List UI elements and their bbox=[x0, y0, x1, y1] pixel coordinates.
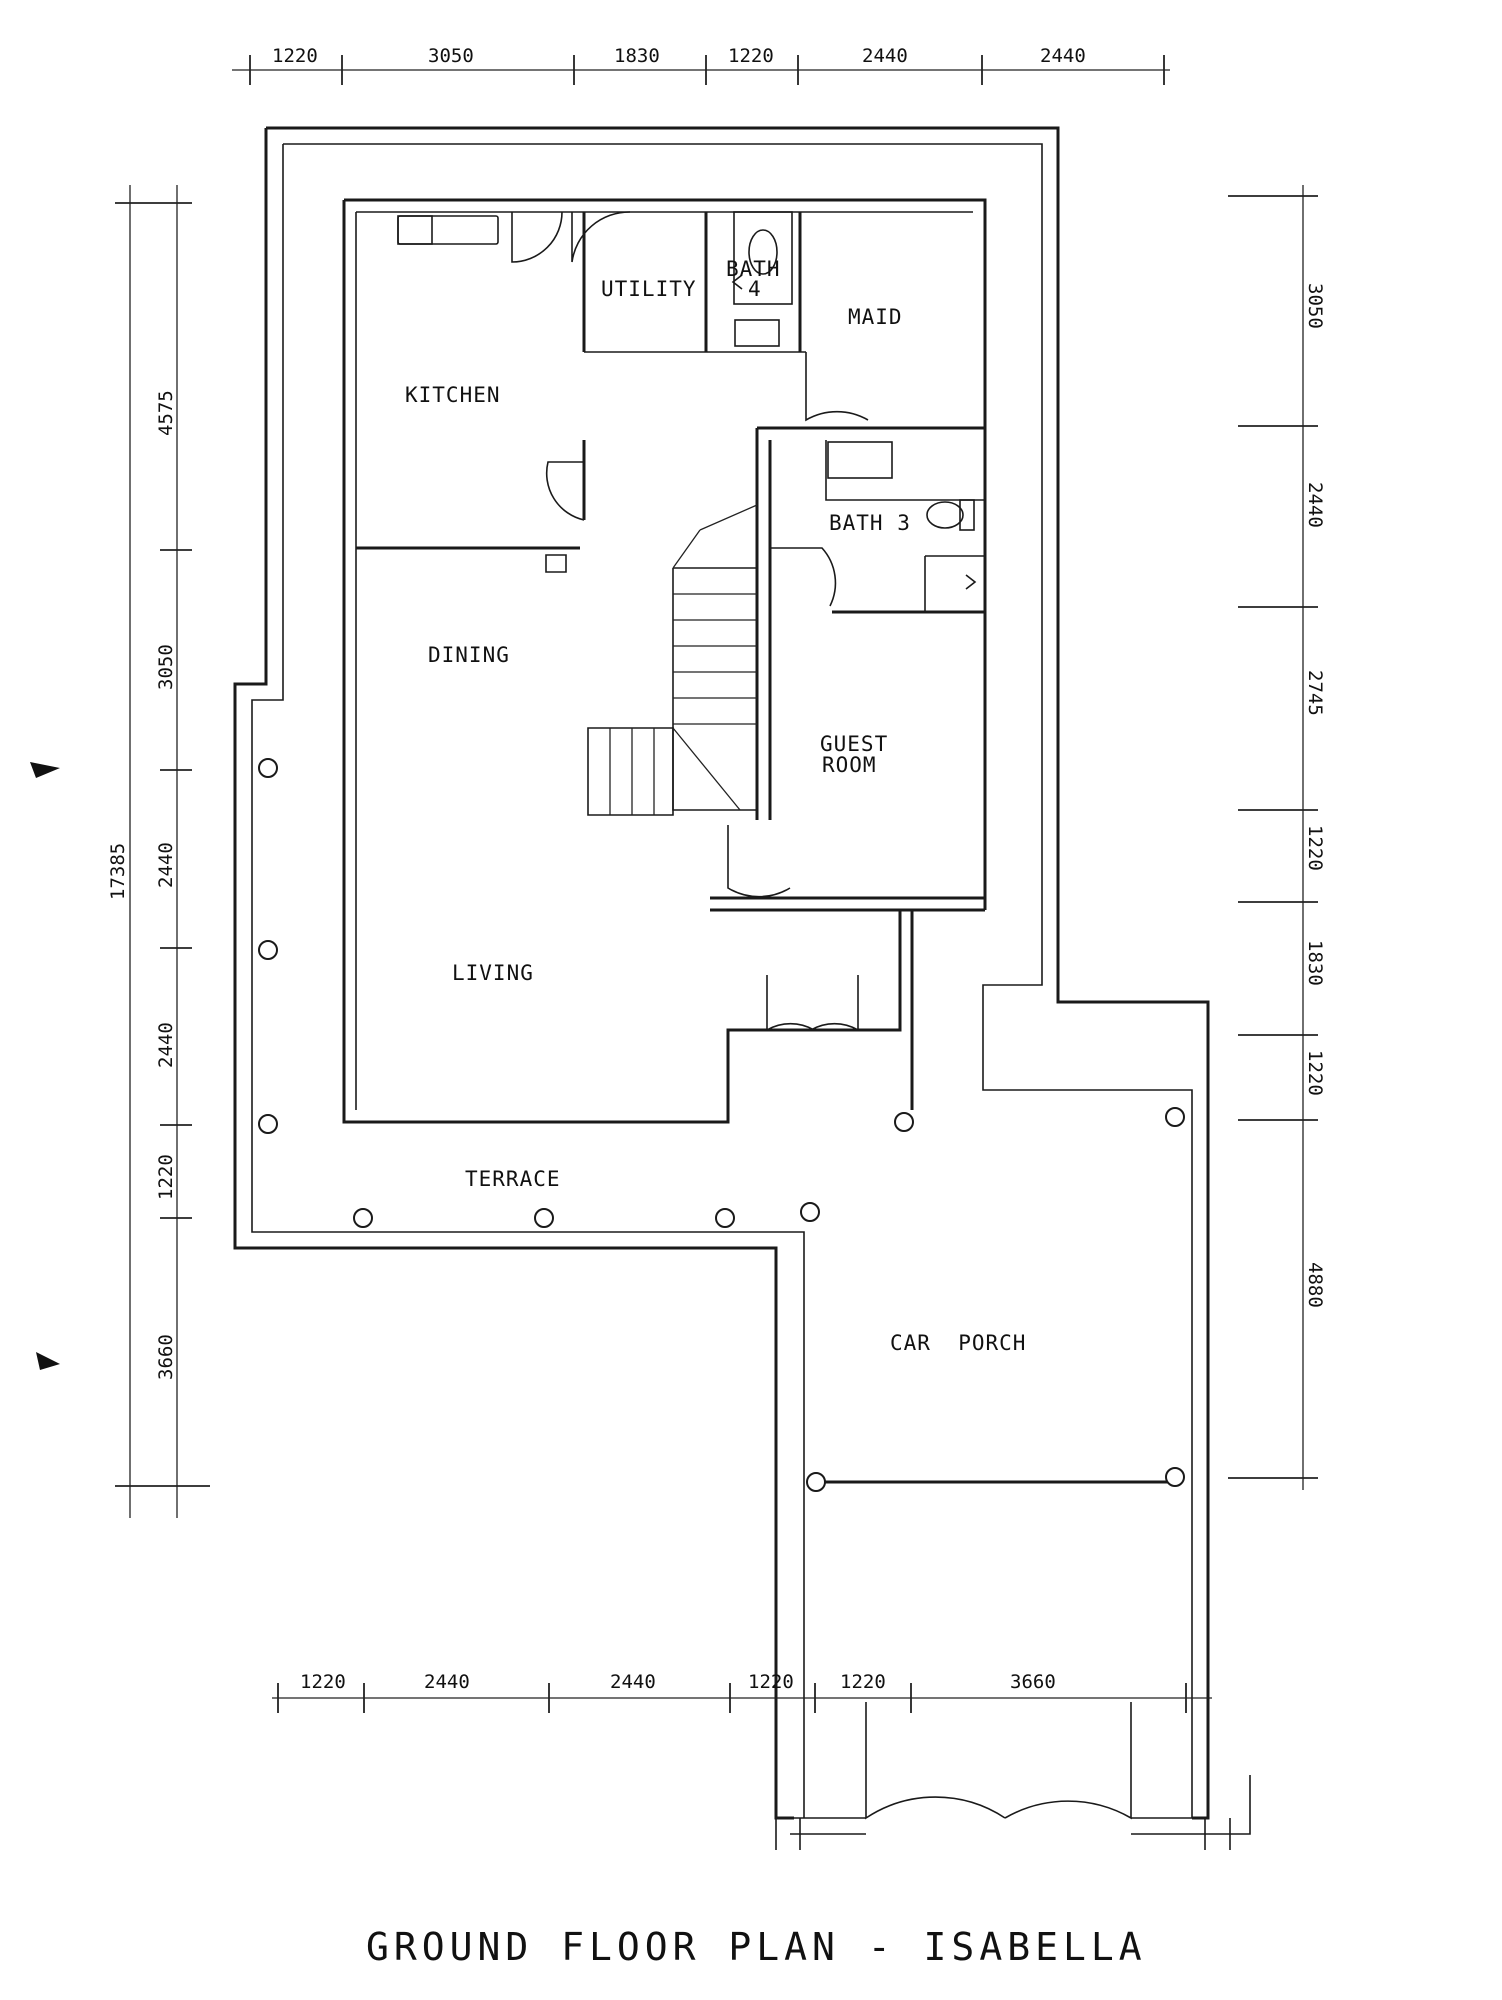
bottom-dimensions: 1220 2440 2440 1220 1220 3660 bbox=[300, 1671, 1056, 1693]
plan-title: GROUND FLOOR PLAN - ISABELLA bbox=[366, 1925, 1147, 1969]
dim-left-4: 2440 bbox=[155, 1022, 177, 1068]
top-dimensions: 1220 3050 1830 1220 2440 2440 bbox=[272, 45, 1086, 67]
dim-top-2: 3050 bbox=[428, 45, 474, 67]
dim-left-5: 1220 bbox=[155, 1154, 177, 1200]
dim-right-6: 1220 bbox=[1304, 1050, 1326, 1096]
room-label-kitchen: KITCHEN bbox=[405, 383, 501, 407]
columns bbox=[258, 758, 1185, 1492]
room-label-bath4-line1: BATH bbox=[726, 257, 781, 281]
room-label-living: LIVING bbox=[452, 961, 534, 985]
dim-bottom-2: 2440 bbox=[424, 1671, 470, 1693]
dim-left-2: 3050 bbox=[155, 644, 177, 690]
dim-right-3: 2745 bbox=[1304, 670, 1326, 716]
dim-bottom-5: 1220 bbox=[840, 1671, 886, 1693]
dim-top-1: 1220 bbox=[272, 45, 318, 67]
interior-walls bbox=[342, 198, 987, 1124]
doors bbox=[511, 211, 1132, 1820]
dim-right-2: 2440 bbox=[1304, 482, 1326, 528]
dim-left-1: 4575 bbox=[155, 390, 177, 436]
room-label-car-porch: CAR PORCH bbox=[890, 1331, 1026, 1355]
dimension-lines bbox=[115, 55, 1318, 1713]
outer-boundary bbox=[233, 126, 1210, 1820]
dim-top-6: 2440 bbox=[1040, 45, 1086, 67]
dim-bottom-1: 1220 bbox=[300, 1671, 346, 1693]
scan-artifacts bbox=[30, 762, 60, 1370]
dim-top-5: 2440 bbox=[862, 45, 908, 67]
room-label-dining: DINING bbox=[428, 643, 510, 667]
room-label-terrace: TERRACE bbox=[465, 1167, 561, 1191]
dim-top-3: 1830 bbox=[614, 45, 660, 67]
car-porch-structure bbox=[775, 1480, 1251, 1850]
dim-bottom-6: 3660 bbox=[1010, 1671, 1056, 1693]
left-dimensions: 4575 3050 2440 2440 1220 3660 17385 bbox=[107, 390, 177, 1380]
right-dimensions: 3050 2440 2745 1220 1830 1220 4880 bbox=[1304, 283, 1326, 1308]
dim-right-7: 4880 bbox=[1304, 1262, 1326, 1308]
dim-right-5: 1830 bbox=[1304, 940, 1326, 986]
room-labels: KITCHEN UTILITY BATH 4 MAID BATH 3 DININ… bbox=[405, 257, 1026, 1355]
dim-left-6: 3660 bbox=[155, 1334, 177, 1380]
room-label-bath4-line2: 4 bbox=[748, 277, 762, 301]
dim-left-total: 17385 bbox=[107, 843, 129, 900]
staircase bbox=[587, 504, 758, 816]
dim-left-3: 2440 bbox=[155, 842, 177, 888]
room-label-maid: MAID bbox=[848, 305, 903, 329]
dim-bottom-4: 1220 bbox=[748, 1671, 794, 1693]
room-label-guest-line2: ROOM bbox=[822, 753, 877, 777]
room-label-utility: UTILITY bbox=[601, 277, 697, 301]
dim-top-4: 1220 bbox=[728, 45, 774, 67]
dim-right-4: 1220 bbox=[1304, 825, 1326, 871]
dim-bottom-3: 2440 bbox=[610, 1671, 656, 1693]
fixtures bbox=[397, 211, 977, 590]
dim-right-1: 3050 bbox=[1304, 283, 1326, 329]
room-label-bath3: BATH 3 bbox=[829, 511, 911, 535]
room-label-guest-line1: GUEST bbox=[820, 732, 888, 756]
